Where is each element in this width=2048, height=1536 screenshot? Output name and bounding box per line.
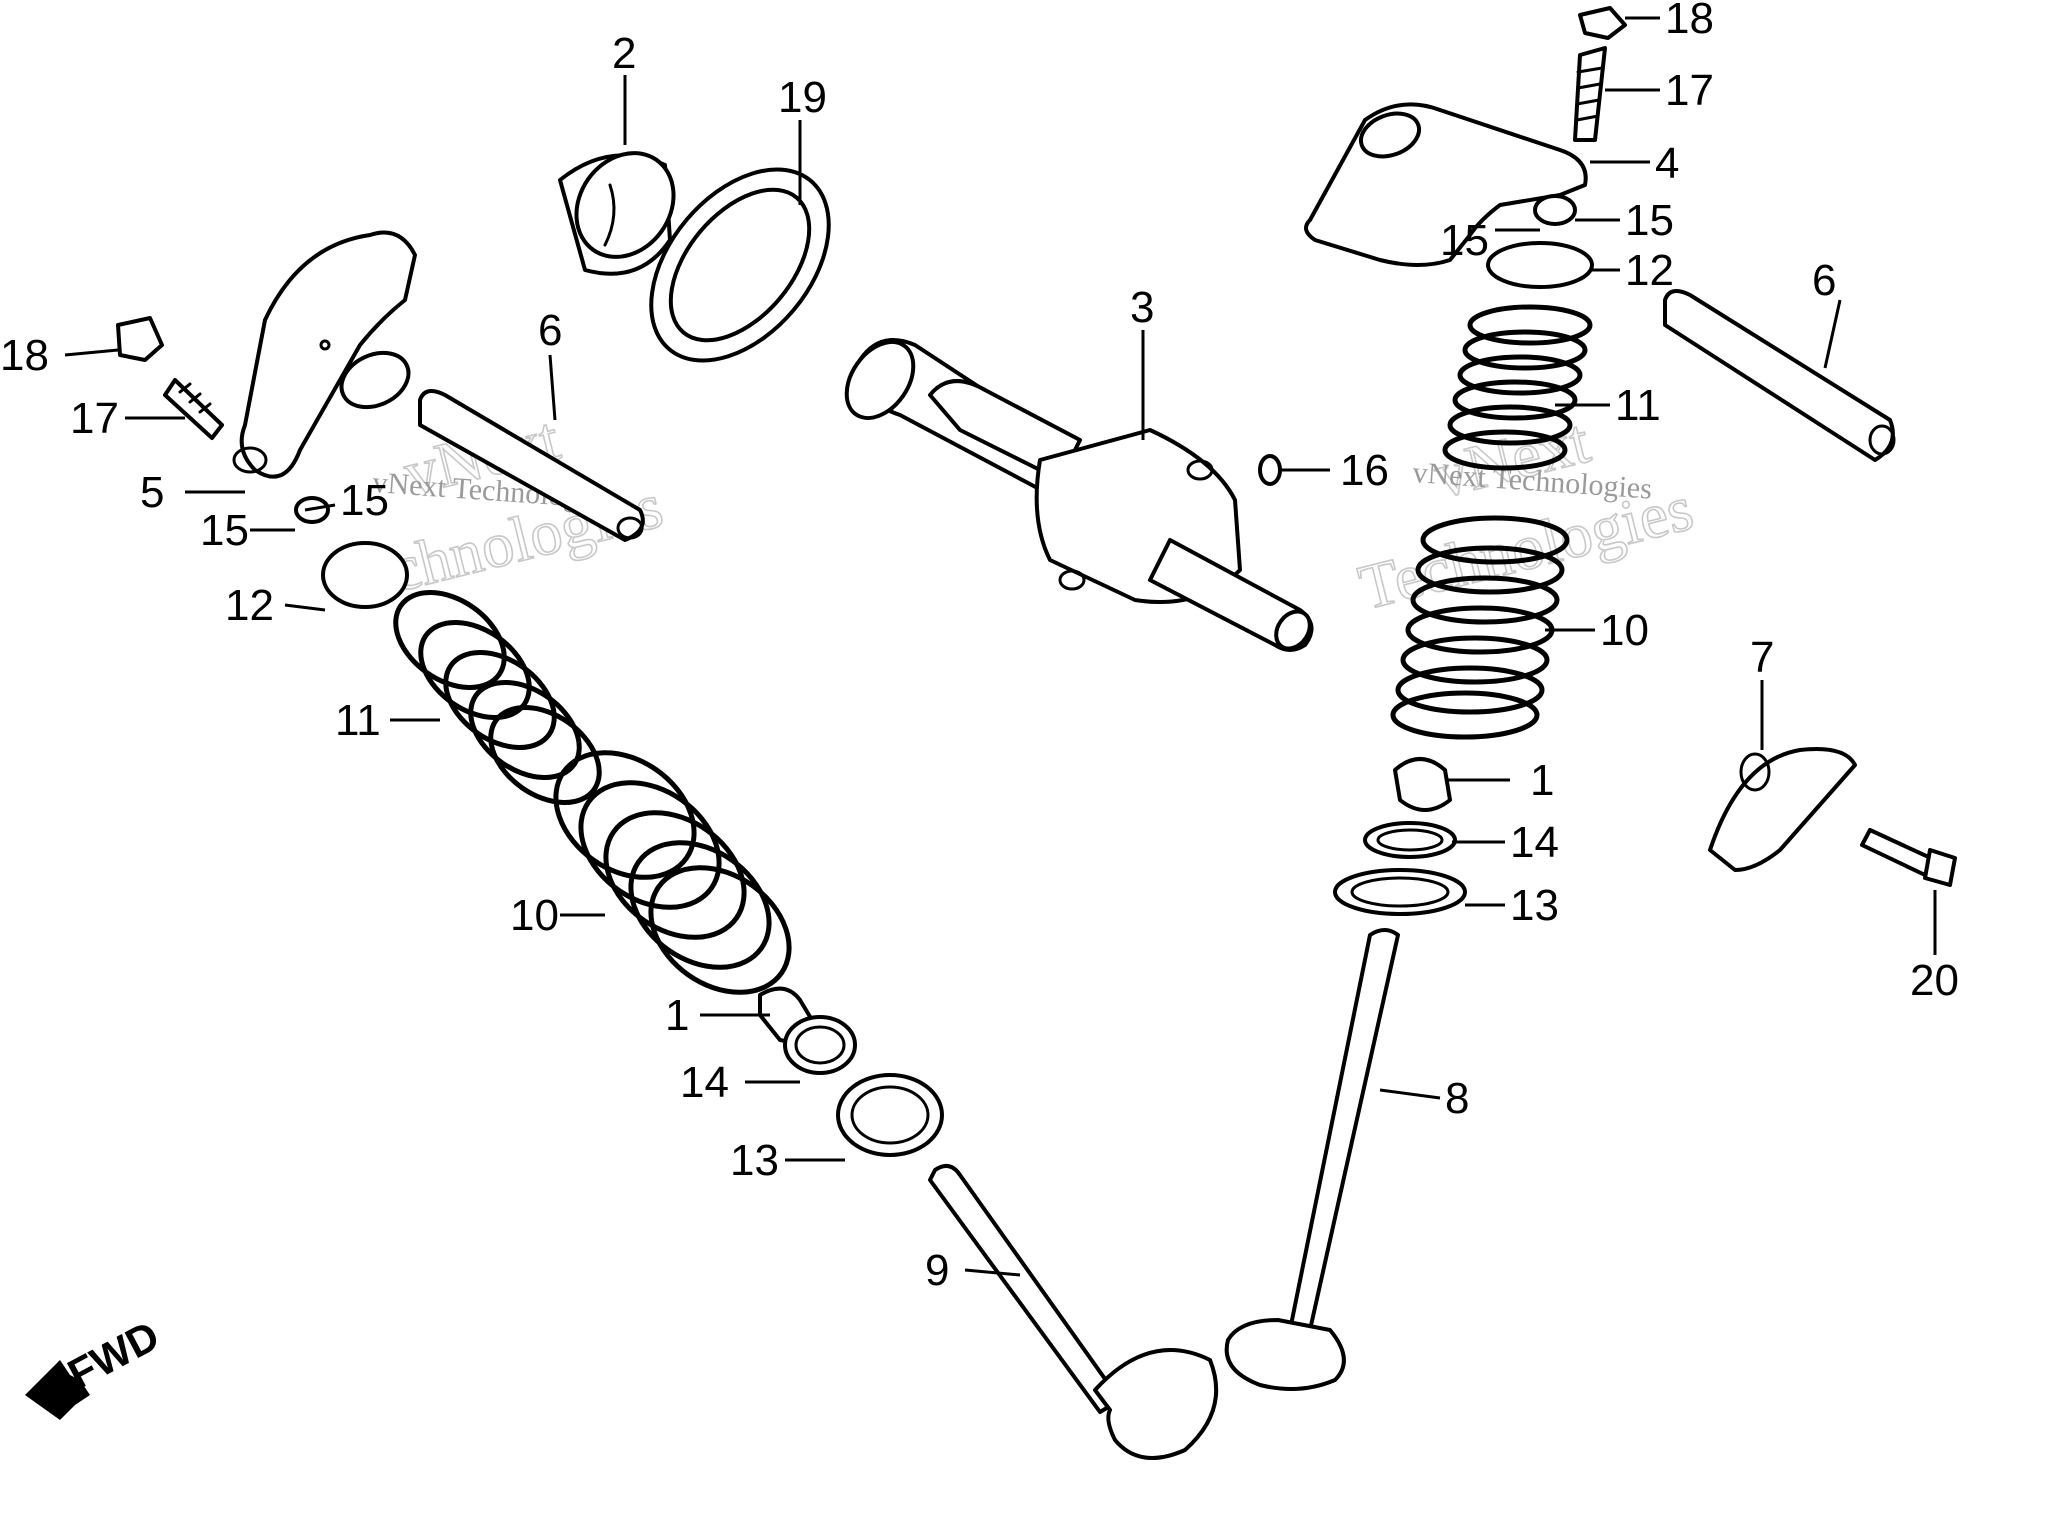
part-adjusting-screw-left xyxy=(163,378,224,440)
callout-labels: 2 19 3 16 18 17 5 15 15 12 6 11 10 1 14 … xyxy=(0,0,1959,1295)
part-cotter-right xyxy=(1533,194,1577,226)
part-exhaust-valve xyxy=(928,1164,1219,1460)
callout-2: 2 xyxy=(612,29,636,78)
fwd-label: FWD xyxy=(60,1312,167,1398)
callout-10-left: 10 xyxy=(510,891,559,940)
part-oil-seal xyxy=(649,167,831,363)
callout-11-left: 11 xyxy=(335,696,381,745)
callout-1-left: 1 xyxy=(665,991,689,1040)
callout-6-left: 6 xyxy=(538,306,562,355)
callout-18-right: 18 xyxy=(1665,0,1714,43)
part-spring-retainer-left xyxy=(321,541,409,609)
part-lock-nut-left xyxy=(116,316,164,362)
part-stem-seal-right xyxy=(1393,757,1452,812)
part-rocker-shaft-right xyxy=(1663,289,1896,462)
callout-1-right: 1 xyxy=(1530,756,1554,805)
part-inner-spring-right xyxy=(1442,304,1593,471)
callout-17-right: 17 xyxy=(1665,66,1714,115)
callout-7: 7 xyxy=(1750,633,1774,682)
part-adjusting-screw-right xyxy=(1573,46,1607,142)
callout-18-left: 18 xyxy=(0,331,49,380)
callout-13-right: 13 xyxy=(1510,881,1559,930)
callout-12-right: 12 xyxy=(1625,246,1674,295)
callout-15-right-a: 15 xyxy=(1625,196,1674,245)
callout-17-left: 17 xyxy=(70,394,119,443)
part-intake-valve xyxy=(1224,928,1400,1391)
callout-15-left-a: 15 xyxy=(200,506,249,555)
callout-13-left: 13 xyxy=(730,1136,779,1185)
part-lock-nut-right xyxy=(1578,6,1627,40)
callout-19: 19 xyxy=(778,73,827,122)
part-rocker-arm-left xyxy=(232,230,417,479)
callout-15-left-b: 15 xyxy=(340,476,389,525)
part-bolt xyxy=(1860,828,1957,887)
callout-6-right: 6 xyxy=(1812,256,1836,305)
callout-16: 16 xyxy=(1340,446,1389,495)
part-inner-spring-left xyxy=(393,589,602,806)
callout-9: 9 xyxy=(925,1246,949,1295)
callout-15-right-b: 15 xyxy=(1440,216,1489,265)
callout-11-right: 11 xyxy=(1615,381,1661,430)
callout-20: 20 xyxy=(1910,956,1959,1005)
callout-3: 3 xyxy=(1130,283,1154,332)
part-outer-spring-right xyxy=(1390,515,1570,740)
callout-12-left: 12 xyxy=(225,581,274,630)
callout-5: 5 xyxy=(140,468,164,517)
callout-4: 4 xyxy=(1655,139,1679,188)
callout-10-right: 10 xyxy=(1600,606,1649,655)
callout-14-right: 14 xyxy=(1510,818,1559,867)
part-spring-retainer-right xyxy=(1486,241,1594,289)
forward-direction-arrow: FWD xyxy=(25,1312,167,1420)
part-o-ring xyxy=(1258,454,1282,486)
part-outer-spring-left xyxy=(553,750,792,995)
part-stopper-plate xyxy=(1708,747,1857,872)
part-camshaft xyxy=(844,338,1314,652)
part-rocker-shaft-left xyxy=(418,389,645,542)
callout-14-left: 14 xyxy=(680,1058,729,1107)
part-rocker-arm-right xyxy=(1304,102,1588,267)
callout-8: 8 xyxy=(1445,1074,1469,1123)
leader-lines xyxy=(64,16,1937,1277)
